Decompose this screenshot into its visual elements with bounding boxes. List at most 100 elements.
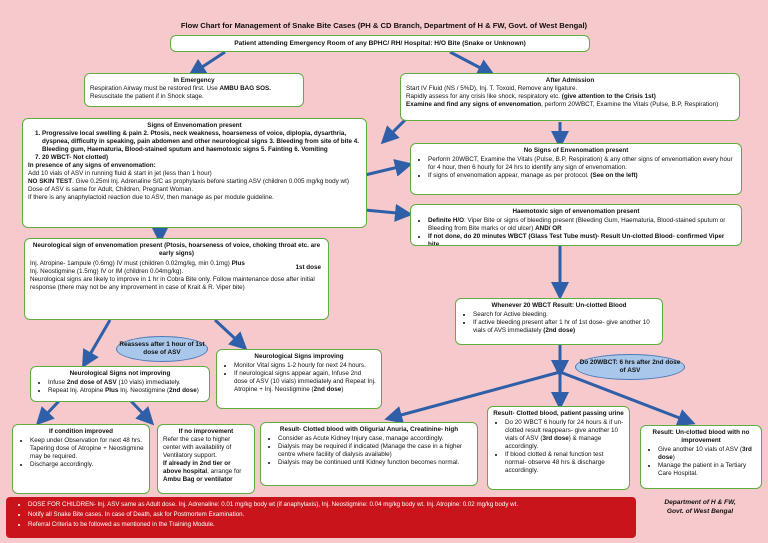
improving-item: ) bbox=[341, 386, 344, 393]
emergency-box: In Emergency Respiration Airway must be … bbox=[84, 73, 304, 107]
second-dose-text: 2nd dose bbox=[313, 386, 342, 393]
third-dose-text: 3rd dose bbox=[542, 435, 569, 442]
after-admission-line3: , perform 20WBCT, Examine the Vitals (Pu… bbox=[541, 101, 719, 108]
plus-text: Plus bbox=[105, 387, 119, 394]
whenever-wbct-item: Search for Active bleeding. bbox=[473, 311, 657, 319]
unclotted-box: Result: Un-clotted blood with no improve… bbox=[640, 425, 762, 489]
haemotoxic-item: : Viper Bite or signs of bleeding presen… bbox=[428, 217, 726, 232]
neuro-not-improving-heading: Neurological Signs not improving bbox=[69, 370, 171, 377]
clotted-urine-box: Result- Clotted blood, patient passing u… bbox=[487, 406, 630, 490]
unclotted-item: Give another 10 vials of ASV ( bbox=[658, 446, 743, 453]
haemotoxic-box: Haemotoxic sign of envenomation present … bbox=[410, 204, 742, 246]
after-admission-heading: After Admission bbox=[545, 77, 595, 84]
unclotted-item: Manage the patient in a Tertiary Care Ho… bbox=[658, 462, 756, 478]
signs-list-item: 20 WBCT- Not clotted) bbox=[42, 154, 361, 162]
neuro-sign-heading: Neurological sign of envenomation presen… bbox=[32, 242, 321, 257]
page-title: Flow Chart for Management of Snake Bite … bbox=[180, 21, 588, 30]
signs-list-item: Progressive local swelling & pain 2. Pto… bbox=[42, 130, 361, 154]
no-skin-test-text: NO SKIN TEST bbox=[28, 178, 73, 185]
neuro-sign-line3: Neurological signs are likely to improve… bbox=[30, 276, 315, 291]
second-dose-text: 2nd dose bbox=[169, 387, 197, 394]
emergency-line1: Respiration Airway must be restored firs… bbox=[90, 85, 220, 92]
if-no-improvement-box: If no improvement Refer the case to high… bbox=[157, 424, 255, 494]
crisis-attention-text: (give attention to the Crisis 1st) bbox=[561, 93, 656, 100]
no-signs-box: No Signs of Envenomation present Perform… bbox=[410, 143, 742, 195]
not-improving-item: (10 vials) immediately. bbox=[116, 379, 181, 386]
arrow-to-improving bbox=[213, 318, 248, 351]
neuro-improving-heading: Neurological Signs improving bbox=[254, 353, 344, 360]
footer-item: Notify all Snake Bite cases. In case of … bbox=[28, 510, 630, 520]
refer-text: Refer the case to higher center with ava… bbox=[163, 436, 232, 459]
third-dose-text: 3rd dose bbox=[658, 446, 752, 461]
signs-line4: If there is any anaphylactoid reaction d… bbox=[28, 194, 274, 201]
arrange-text: , arrange for bbox=[207, 468, 242, 475]
signs-sub-heading: In presence of any signs of envenomation… bbox=[28, 162, 156, 169]
neuro-not-improving-box: Neurological Signs not improving Infuse … bbox=[30, 366, 210, 402]
if-no-improvement-heading: If no improvement bbox=[178, 428, 234, 435]
clotted-oliguria-heading: Result- Clotted blood with Oliguria/ Anu… bbox=[279, 426, 459, 433]
after-admission-line2: Rapidly assess for any crisis like shock… bbox=[406, 93, 562, 100]
if-improved-heading: If condition improved bbox=[48, 428, 114, 435]
not-improving-item: Repeat Inj. Atropine bbox=[48, 387, 106, 394]
arrow-to-no-improvement bbox=[128, 398, 155, 426]
arrow-signs-to-no-signs bbox=[364, 159, 413, 177]
if-improved-item: Discharge accordingly. bbox=[30, 461, 144, 469]
after-admission-line1: Start IV Fluid (NS / 5%D), Inj. T. Toxoi… bbox=[406, 85, 578, 92]
unclotted-item: ) bbox=[672, 454, 675, 461]
signs-line2: . Give 0.25ml Inj. Adrenaline S/C as pro… bbox=[72, 178, 349, 185]
patient-attending-box: Patient attending Emergency Room of any … bbox=[170, 35, 590, 52]
department-line1: Department of H & FW, bbox=[664, 499, 736, 506]
signs-line1: Add 10 vials of ASV in running fluid & s… bbox=[28, 170, 212, 177]
atropine-line: Inj. Atropine- 1ampule (0.6mg) IV must (… bbox=[30, 260, 232, 267]
unclotted-heading: Result: Un-clotted blood with no improve… bbox=[652, 429, 750, 444]
footer-item: Referral Criteria to be followed as ment… bbox=[28, 520, 630, 530]
arrow-to-not-improving bbox=[81, 319, 112, 369]
not-improving-item: ) bbox=[196, 387, 199, 394]
clotted-oliguria-box: Result- Clotted blood with Oliguria/ Anu… bbox=[260, 422, 478, 486]
not-improving-item: Infuse bbox=[48, 379, 67, 386]
improving-item: If neurological signs appear again, Infu… bbox=[234, 370, 376, 393]
footer-item: DOSE FOR CHILDREN- Inj. ASV same as Adul… bbox=[28, 500, 630, 510]
emergency-line2: Resuscitate the patient if in Shock stag… bbox=[90, 93, 204, 100]
oliguria-item: Dialysis may be required if indicated (M… bbox=[278, 443, 472, 459]
first-dose-text: 1st dose bbox=[295, 264, 321, 271]
examine-signs-text: Examine and find any signs of envenomati… bbox=[406, 101, 542, 108]
not-improving-item: Inj. Neostigmine ( bbox=[118, 387, 170, 394]
signs-envenomation-box: Signs of Envenomation present Progressiv… bbox=[22, 118, 367, 228]
whenever-wbct-item: If active bleeding present after 1 hr of… bbox=[473, 319, 650, 334]
oliguria-item: Consider as Acute Kidney Injury case, ma… bbox=[278, 435, 472, 443]
signs-line3: Dose of ASV is same for Adult, Children,… bbox=[28, 186, 194, 193]
oliguria-item: Dialysis may be continued until Kidney f… bbox=[278, 459, 472, 467]
second-tier-text: If already in 2nd tier or above hospital bbox=[163, 460, 231, 475]
clotted-urine-heading: Result- Clotted blood, patient passing u… bbox=[493, 410, 624, 417]
clotted-urine-item: ) & manage accordingly. bbox=[505, 435, 602, 450]
whenever-wbct-heading: Whenever 20 WBCT Result: Un-clotted Bloo… bbox=[491, 302, 627, 309]
improving-item: Monitor Vital signs 1-2 hourly for next … bbox=[234, 362, 376, 370]
reassess-oval: Reassess after 1 hour of 1st dose of ASV bbox=[116, 336, 208, 362]
neuro-sign-box: Neurological sign of envenomation presen… bbox=[24, 238, 329, 320]
ambu-bag-text: AMBU BAG SOS. bbox=[219, 85, 271, 92]
footer-notes: DOSE FOR CHILDREN- Inj. ASV same as Adul… bbox=[6, 497, 636, 538]
neostigmine-line: Inj. Neostigmine (1.5mg) IV or IM (child… bbox=[30, 268, 184, 275]
definite-ho-text: Definite H/O bbox=[428, 217, 465, 224]
and-or-text: AND/ OR bbox=[535, 225, 562, 232]
emergency-heading: In Emergency bbox=[173, 77, 215, 84]
haemotoxic-heading: Haemotoxic sign of envenomation present bbox=[512, 208, 640, 215]
reassess-text: Reassess after 1 hour of 1st dose of ASV bbox=[119, 341, 205, 356]
arrow-signs-to-haemotoxic bbox=[364, 203, 413, 222]
do-wbct-text: Do 20WBCT: 6 hrs after 2nd dose of ASV bbox=[579, 359, 681, 374]
clotted-urine-item: If blood clotted & renal function test n… bbox=[505, 451, 624, 475]
see-left-text: (See on the left) bbox=[590, 172, 638, 179]
arrow-to-unclotted bbox=[559, 370, 696, 427]
plus-text: Plus bbox=[231, 260, 245, 267]
do-wbct-oval: Do 20WBCT: 6 hrs after 2nd dose of ASV bbox=[575, 354, 685, 380]
clotted-urine-item: Do 20 WBCT 6 hourly for 24 hours & if un… bbox=[505, 419, 624, 442]
department-credit: Department of H & FW, Govt. of West Beng… bbox=[640, 498, 760, 516]
no-signs-item: If signs of envenomation appear, manage … bbox=[428, 172, 591, 179]
signs-envenomation-heading: Signs of Envenomation present bbox=[147, 122, 242, 129]
department-line2: Govt. of West Bengal bbox=[666, 508, 734, 515]
if-improved-box: If condition improved Keep under Observa… bbox=[12, 424, 150, 494]
arrow-to-clotted-oliguria bbox=[384, 370, 561, 424]
no-signs-item: Perform 20WBCT, Examine the Vitals (Puls… bbox=[428, 156, 736, 172]
